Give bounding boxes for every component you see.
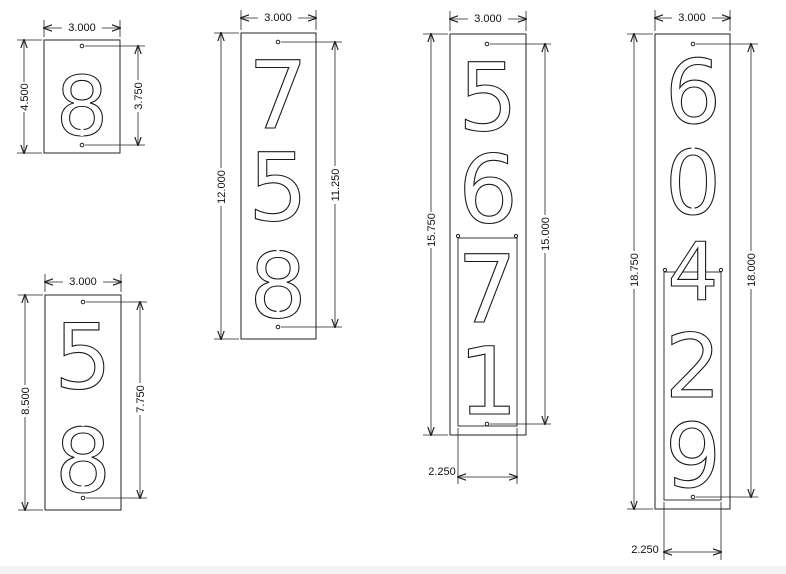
plate-4-inner-label: 15.000	[540, 217, 552, 251]
plate-4-digit-4: 1	[458, 328, 518, 437]
plate-3-inner-label: 11.250	[330, 169, 342, 202]
plate-2-digit-1: 5	[54, 305, 111, 410]
plate-4-subplate-hole-left	[455, 233, 461, 239]
plate-5-subplate-hole-right	[718, 267, 724, 273]
plate-5-outline	[654, 33, 731, 510]
plate-4-width-label: 3.000	[474, 13, 502, 25]
plate-4-spacing-label: 2.250	[428, 466, 456, 478]
plate-4-mount-hole-top	[484, 41, 490, 47]
plate-3-digit-2: 5	[248, 134, 308, 243]
plate-4-digit-2: 6	[458, 136, 518, 245]
plate-5-digit-5: 9	[665, 405, 721, 508]
plate-5-subplate-outline	[663, 271, 722, 501]
plate-5-digit-3: 4	[668, 226, 719, 319]
plate-1-width-label: 3.000	[68, 22, 96, 34]
plate-5-spacing-label: 2.250	[631, 544, 659, 556]
plate-1-digit-1: 8	[56, 60, 108, 155]
plate-4-subplate-outline	[457, 237, 518, 427]
plate-5-height-label: 18.750	[629, 253, 641, 287]
plate-3-digit-3: 8	[249, 234, 306, 339]
plate-5-group: 3.000 18.750 18.000 2.250 6 0 4 2 9	[627, 10, 758, 560]
plate-1-outline	[43, 39, 121, 154]
plate-4-height-label: 15.750	[426, 213, 438, 247]
plate-4-digit-3: 7	[457, 236, 517, 345]
plate-4-subplate-hole-right	[513, 233, 519, 239]
plate-2-height-label: 8.500	[20, 387, 32, 415]
plate-2-mount-hole-bottom	[80, 495, 86, 501]
plate-1-height-label: 4.500	[19, 83, 31, 111]
plate-5-mount-hole-top	[690, 41, 696, 47]
plate-3-group: 3.000 12.000 11.250 7 5 8	[214, 10, 342, 339]
plate-5-subplate-hole-left	[662, 267, 668, 273]
plate-5-inner-label: 18.000	[746, 253, 758, 287]
plate-5-digit-2: 0	[665, 132, 721, 235]
plate-2-digit-2: 8	[55, 410, 111, 513]
plate-5-digit-4: 2	[665, 315, 721, 418]
plate-3-height-label: 12.000	[216, 170, 228, 204]
plate-5-digit-1: 6	[665, 41, 721, 144]
plate-4-digit-1: 5	[458, 44, 518, 153]
plate-2-inner-label: 7.750	[135, 385, 147, 413]
plate-4-group: 3.000 15.750 15.000 2.250 5 6 7 1	[423, 11, 552, 484]
plate-2-mount-hole-top	[80, 299, 86, 305]
plate-5-width-label: 3.000	[678, 12, 706, 24]
plate-3-mount-hole-top	[275, 39, 281, 45]
plate-2-group: 3.000 8.500 7.750 5 8	[18, 274, 147, 514]
plate-3-digit-1: 7	[248, 42, 308, 151]
plate-4-outline	[449, 33, 527, 436]
plate-3-mount-hole-bottom	[275, 324, 281, 330]
plate-1-mount-hole-bottom	[79, 142, 85, 148]
plate-1-group: 3.000 4.500 3.750 8	[17, 20, 145, 156]
plate-3-outline	[240, 32, 317, 340]
plate-3-width-label: 3.000	[264, 12, 292, 24]
plate-2-outline	[44, 294, 122, 511]
plate-5-mount-hole-bottom	[690, 494, 696, 500]
plate-1-mount-hole-top	[79, 43, 85, 49]
window-bottom-edge	[0, 566, 786, 574]
plate-2-width-label: 3.000	[69, 276, 97, 288]
plate-1-inner-label: 3.750	[133, 82, 145, 110]
